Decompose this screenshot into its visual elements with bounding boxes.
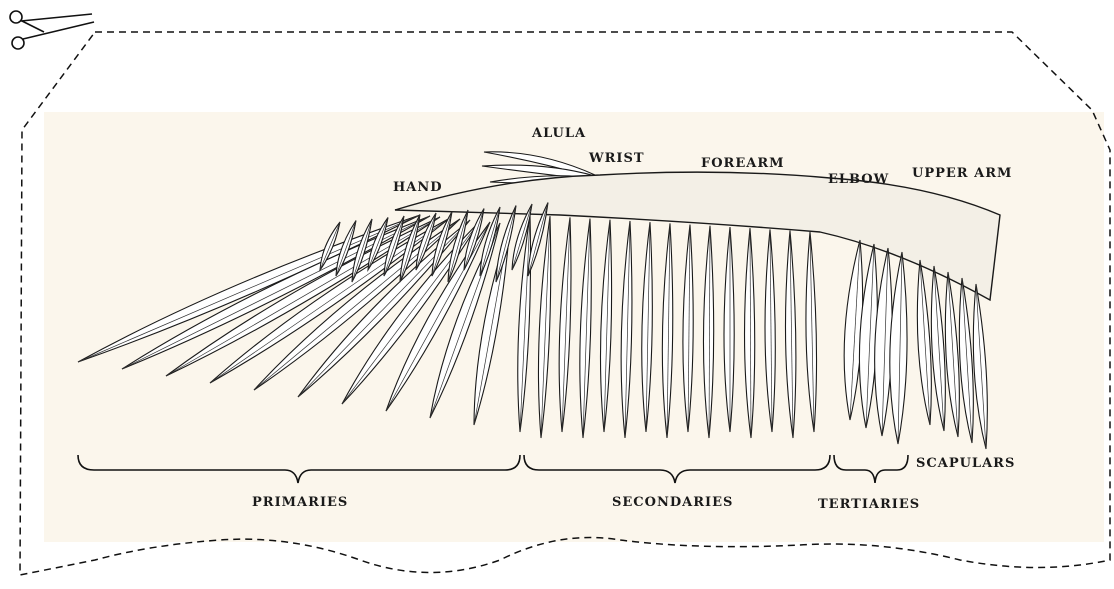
- label-forearm: FOREARM: [701, 156, 785, 171]
- label-hand: HAND: [393, 180, 443, 195]
- label-alula: ALULA: [532, 126, 586, 141]
- label-primaries: PRIMARIES: [252, 495, 348, 510]
- scissors-icon: [10, 11, 94, 49]
- label-tertiaries: TERTIARIES: [818, 497, 920, 512]
- label-wrist: WRIST: [589, 151, 645, 166]
- label-elbow: ELBOW: [828, 172, 889, 187]
- label-upper-arm: UPPER ARM: [912, 166, 1012, 181]
- label-scapulars: SCAPULARS: [916, 456, 1015, 471]
- label-secondaries: SECONDARIES: [612, 495, 733, 510]
